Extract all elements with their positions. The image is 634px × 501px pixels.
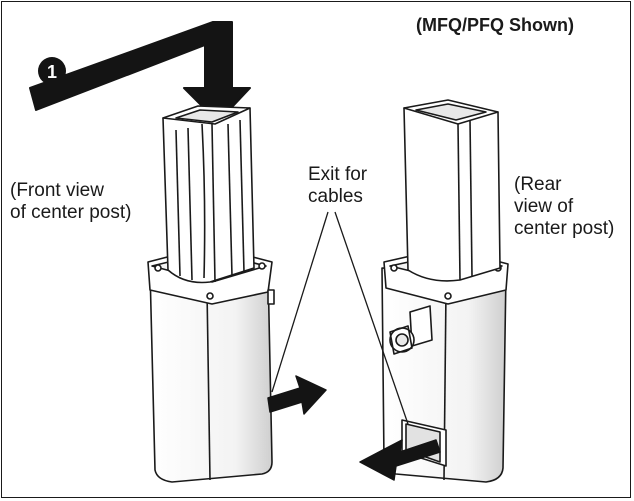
front-cable-exit-arrow [267,375,327,415]
front-view-label: (Front view of center post) [10,180,132,223]
exit-for-cables-label: Exit for cables [308,164,368,207]
rear-view-label: (Rear view of center post) [514,174,615,239]
diagram-title: (MFQ/PFQ Shown) [416,15,574,35]
front-center-post [147,105,275,483]
exit-callout-leaders [271,211,409,425]
step-number: 1 [47,62,57,82]
step-number-badge: 1 [38,57,66,85]
rear-cable-exit-arrow [359,439,441,481]
rear-center-post [381,99,509,483]
